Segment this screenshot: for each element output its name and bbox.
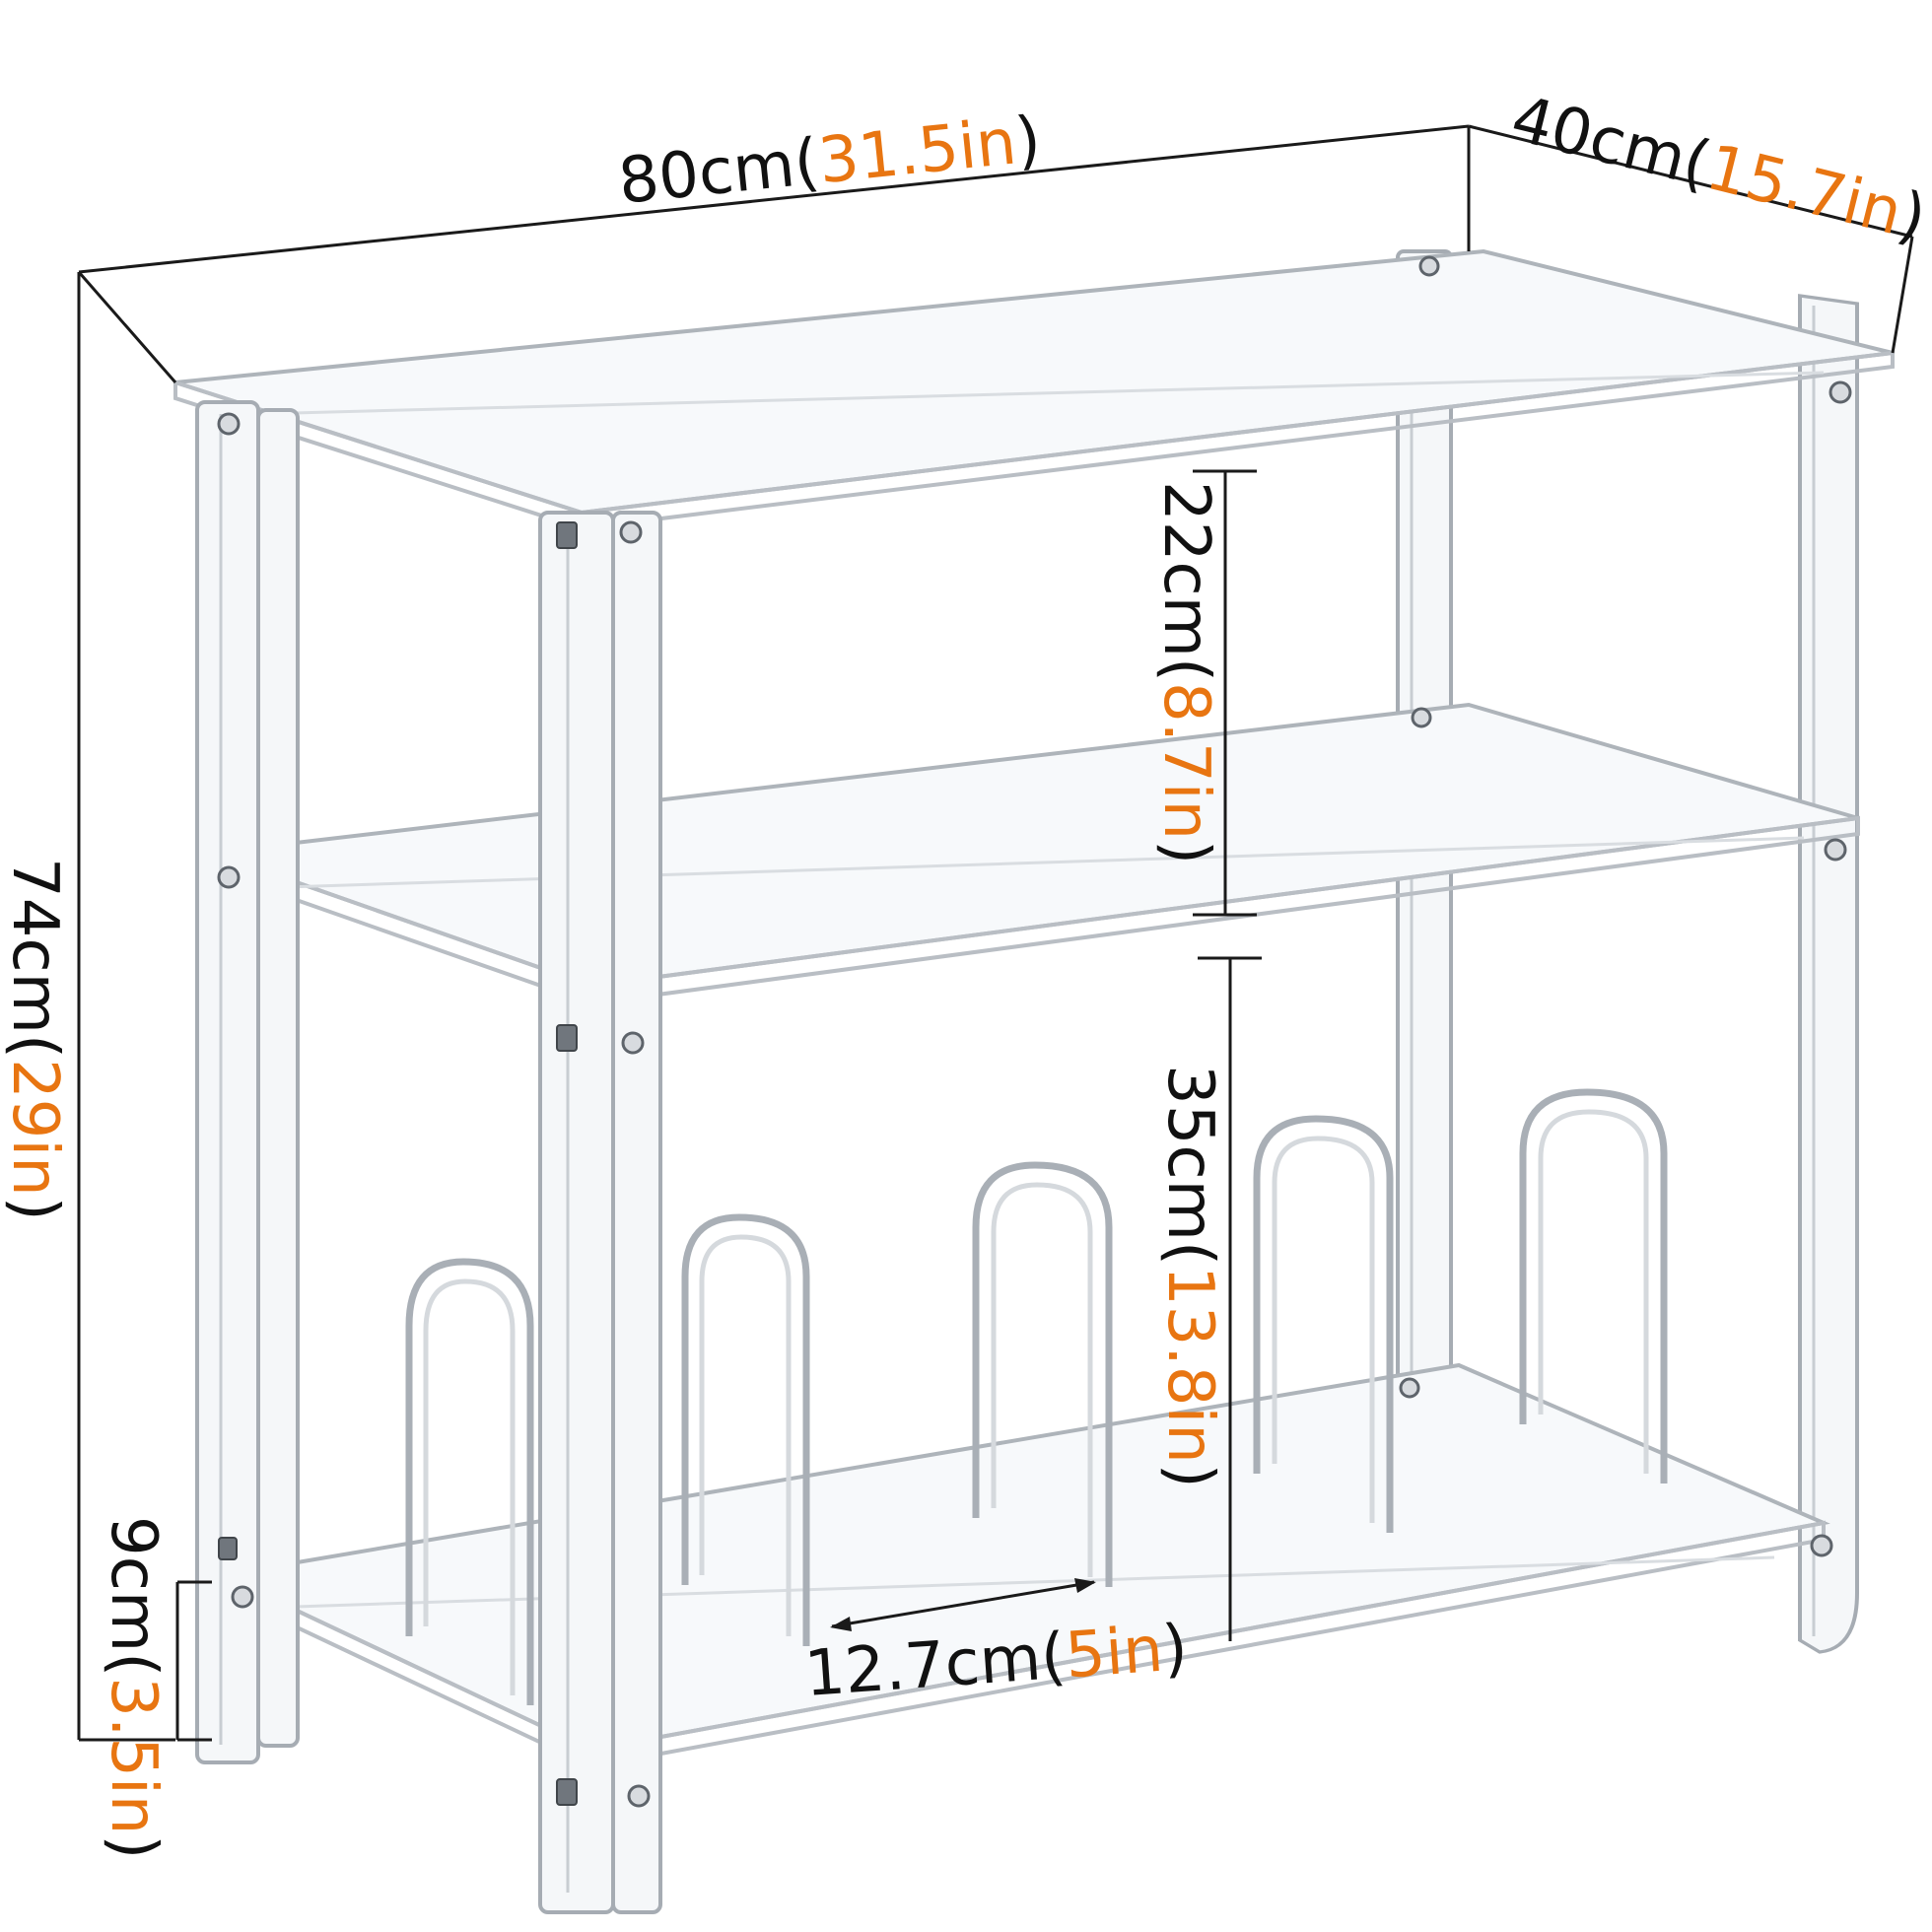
arch-divider-2	[681, 1213, 810, 1646]
arch-divider-5	[1519, 1088, 1668, 1484]
bottom-shelf	[215, 1362, 1830, 1770]
connector-bolts	[217, 255, 1852, 1808]
back-leg-right	[1798, 294, 1859, 1654]
arch-divider-4	[1253, 1115, 1394, 1533]
front-leg-left	[195, 400, 300, 1764]
front-leg-right	[538, 511, 662, 1914]
acrylic-side-table	[173, 248, 1895, 1914]
arch-divider-1	[405, 1258, 534, 1705]
lower-gap-dimension-label: 35cm(13.8in)	[1153, 1065, 1226, 1488]
height-dimension-label: 74cm(29in)	[0, 858, 71, 1221]
middle-shelf	[210, 702, 1860, 1006]
dimension-lines	[77, 124, 1914, 1742]
leg-clearance-dimension-label: 9cm(3.5in)	[97, 1516, 170, 1859]
depth-dimension-label: 40cm(15.7in)	[1504, 83, 1932, 256]
top-gap-dimension-label: 22cm(8.7in)	[1149, 481, 1222, 864]
top-shelf	[173, 248, 1895, 531]
arch-divider-3	[972, 1161, 1113, 1587]
width-dimension-label: 80cm(31.5in)	[615, 104, 1044, 219]
divider-spacing-dimension-label: 12.7cm(5in)	[802, 1612, 1190, 1711]
